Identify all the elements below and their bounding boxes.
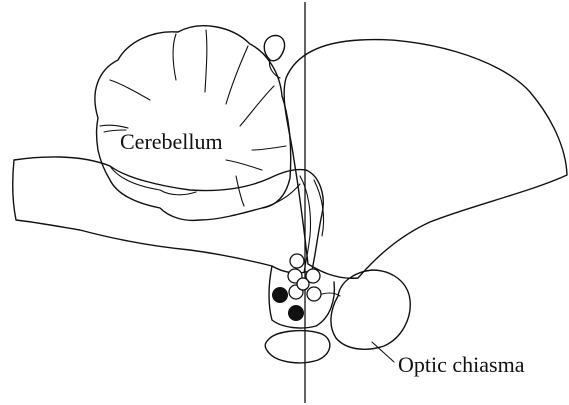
- folium-line: [236, 176, 244, 206]
- optic-chiasma-outline: [331, 270, 410, 349]
- folium-line: [110, 80, 150, 100]
- folium-line: [252, 146, 286, 150]
- open-marker: [297, 278, 309, 290]
- folium-line: [226, 46, 248, 104]
- optic-chiasma-leader: [372, 342, 394, 362]
- folium-line: [173, 34, 176, 80]
- folium-line: [240, 86, 274, 126]
- folium-line: [226, 160, 262, 170]
- open-marker: [290, 254, 304, 268]
- filled-marker: [272, 287, 288, 303]
- cerebellum-outline: [95, 26, 291, 221]
- pons-curve: [262, 184, 300, 208]
- filled-marker: [288, 305, 304, 321]
- brainstem-outline: [13, 157, 324, 273]
- pons-curve: [110, 166, 196, 195]
- optic-chiasma-label: Optic chiasma: [398, 352, 525, 377]
- open-marker: [307, 287, 321, 301]
- folium-line: [205, 30, 207, 92]
- pituitary-outline: [265, 331, 330, 363]
- pineal-outline: [264, 35, 284, 60]
- folium-line: [100, 125, 128, 128]
- cerebellum-label: Cerebellum: [120, 129, 223, 154]
- cerebrum-outline: [284, 40, 567, 279]
